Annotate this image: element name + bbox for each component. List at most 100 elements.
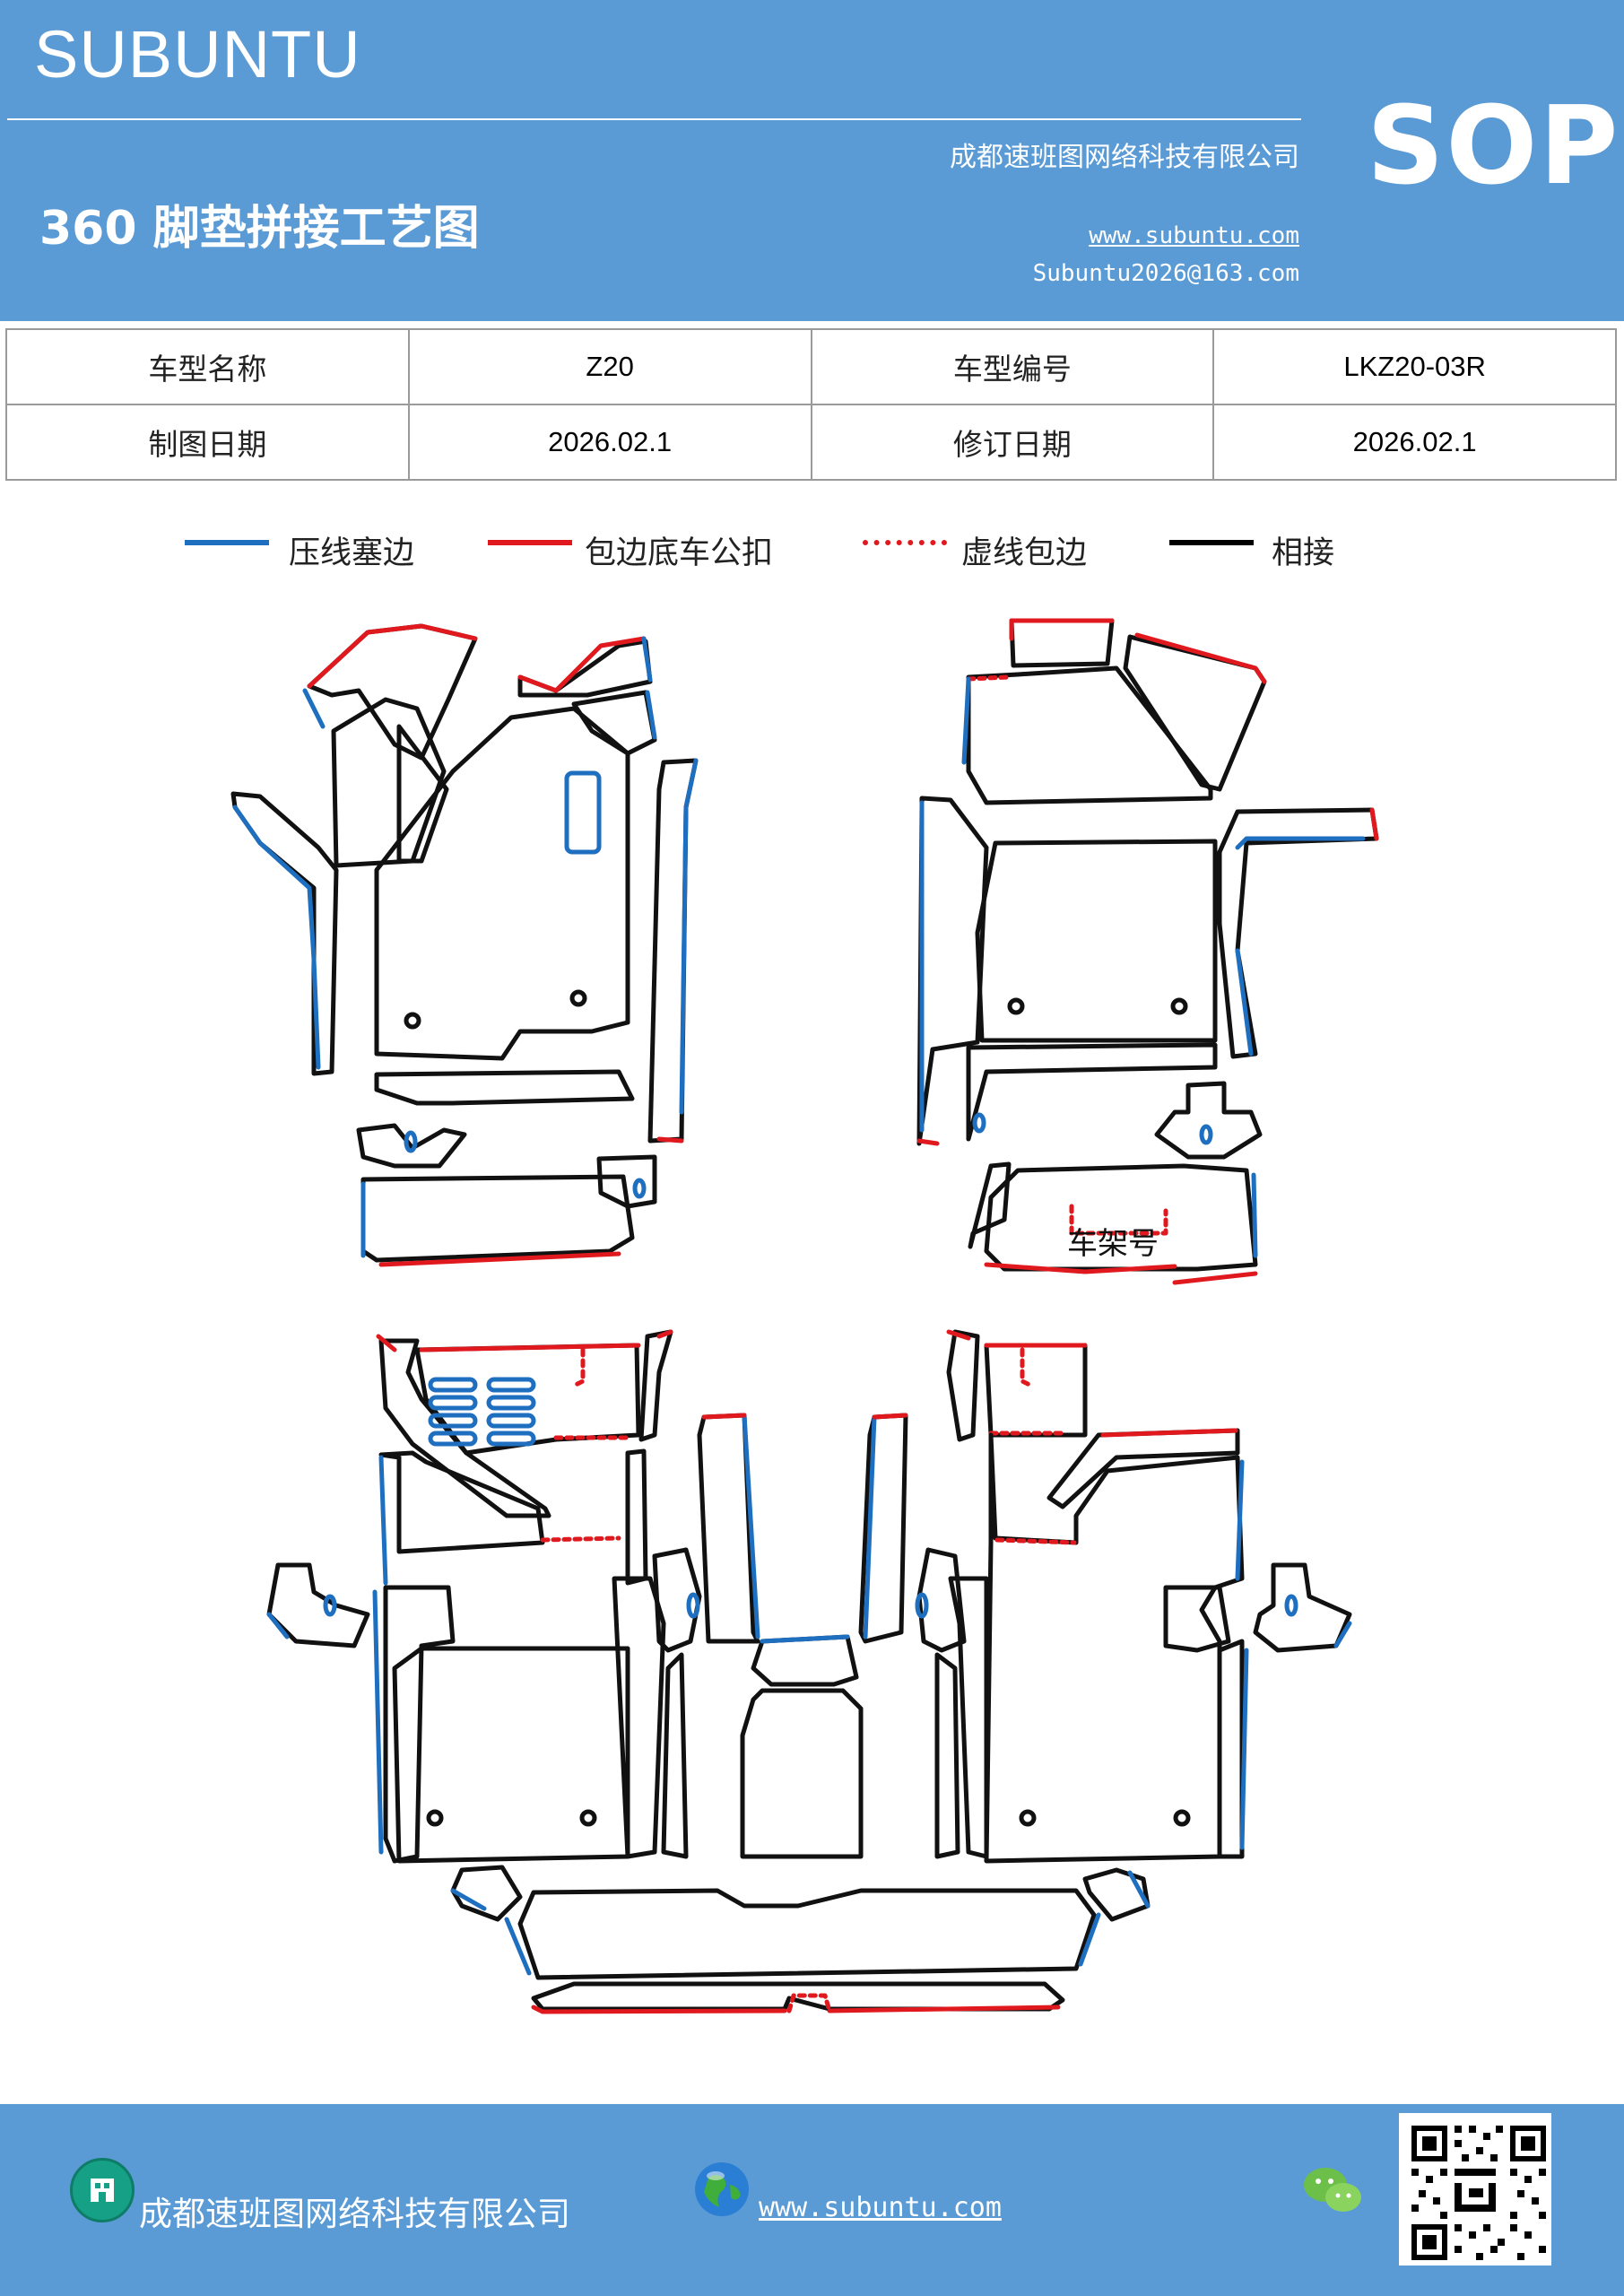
mat-piece xyxy=(517,639,653,698)
vin-label: 车架号 xyxy=(1067,1226,1159,1262)
legend-label: 压线塞边 xyxy=(289,535,415,571)
company-name: 成都速班图网络科技有限公司 xyxy=(950,142,1299,173)
mat-edge-red xyxy=(656,1136,684,1144)
mat-edge-red xyxy=(517,636,647,693)
mat-edge-red xyxy=(1172,1271,1258,1285)
mat-edge-red xyxy=(376,1334,397,1352)
legend: 压线塞边 包边底车公扣 虚线包边 相接 xyxy=(0,520,1624,574)
mat-edge-red xyxy=(994,1537,1077,1545)
table-row: 制图日期 2026.02.1 修订日期 2026.02.1 xyxy=(5,404,1617,481)
mat-edge-blue xyxy=(1235,1459,1245,1581)
mat-slot-blue xyxy=(972,1112,986,1134)
mat-piece xyxy=(596,1154,657,1209)
front-right-mat-group: 车架号 xyxy=(916,618,1379,1285)
sop-badge: SOP xyxy=(1367,84,1620,209)
mat-edge-blue xyxy=(742,1413,760,1639)
mat-edge-blue xyxy=(1239,1648,1249,1850)
info-table: 车型名称 Z20 车型编号 LKZ20-03R 制图日期 2026.02.1 修… xyxy=(5,328,1617,481)
mat-piece xyxy=(948,1576,989,1859)
floor-mat-diagram: 车架号 xyxy=(230,618,1379,2014)
mat-edge-blue xyxy=(645,690,657,740)
blue-ventilation-slots xyxy=(428,1377,536,1447)
mat-edge-red xyxy=(872,1413,908,1420)
model-code-value: LKZ20-03R xyxy=(1212,328,1617,405)
legend-swatch-red-dotted xyxy=(863,540,947,545)
model-name-label: 车型名称 xyxy=(5,328,410,405)
mat-edge-red xyxy=(984,1262,1177,1274)
mat-piece xyxy=(647,758,699,1144)
mat-edge-blue xyxy=(504,1917,532,1976)
mat-edge-red xyxy=(419,1343,641,1352)
mat-piece xyxy=(946,1329,980,1442)
legend-label: 虚线包边 xyxy=(961,535,1088,571)
mat-piece xyxy=(968,1161,1012,1249)
model-name-value: Z20 xyxy=(407,328,812,405)
mat-piece xyxy=(984,1432,1245,1864)
mat-slot-blue xyxy=(404,1130,418,1153)
mat-edge-red xyxy=(656,1329,673,1339)
mat-edge-blue xyxy=(1251,1172,1258,1258)
front-left-mat-group xyxy=(230,623,699,1267)
qr-code[interactable] xyxy=(1399,2113,1551,2266)
mat-piece xyxy=(966,1042,1218,1142)
mat-piece xyxy=(356,1123,467,1169)
mat-piece xyxy=(374,1069,635,1106)
mat-piece xyxy=(984,1343,1088,1438)
mat-edge-red xyxy=(1134,632,1267,684)
mat-piece xyxy=(966,665,1213,805)
mat-edge-blue xyxy=(266,1612,290,1639)
mat-edge-blue xyxy=(302,688,326,729)
revision-date-label: 修订日期 xyxy=(810,404,1215,481)
mat-slot-blue xyxy=(323,1594,337,1617)
mat-edge-red xyxy=(786,1993,832,2013)
mat-piece xyxy=(740,1688,864,1859)
mat-piece xyxy=(612,1576,666,1859)
mat-edge-red xyxy=(966,674,1012,682)
mat-piece xyxy=(625,1448,648,1586)
footer-company-name: 成都速班图网络科技有限公司 xyxy=(139,2195,570,2233)
mat-piece xyxy=(571,690,657,756)
wechat-icon[interactable] xyxy=(1302,2163,1365,2217)
mat-piece xyxy=(1009,618,1115,668)
mat-hole xyxy=(1170,997,1188,1015)
footer-website-link[interactable]: www.subuntu.com xyxy=(759,2192,1002,2223)
mat-piece xyxy=(230,791,339,1076)
mat-edge-red xyxy=(1369,807,1379,841)
globe-icon xyxy=(690,2158,753,2221)
mat-edge-red xyxy=(1069,1204,1168,1236)
mat-edge-blue xyxy=(232,804,321,1070)
header-divider xyxy=(7,118,1301,120)
model-code-label: 车型编号 xyxy=(810,328,1215,405)
mat-edge-blue xyxy=(1235,836,1366,850)
mat-piece xyxy=(1217,1639,1245,1859)
mat-piece xyxy=(450,1865,523,1922)
draw-date-label: 制图日期 xyxy=(5,404,410,481)
mat-hole xyxy=(569,989,587,1007)
mat-edge-blue xyxy=(378,1455,388,1586)
mat-edge-red xyxy=(571,1347,586,1388)
mat-piece xyxy=(652,1547,702,1653)
mat-hole xyxy=(426,1809,444,1827)
mat-piece xyxy=(661,1652,689,1859)
website-link[interactable]: www.subuntu.com xyxy=(1089,222,1299,249)
mat-piece xyxy=(934,1652,960,1859)
mat-piece xyxy=(360,1174,635,1263)
mat-edge-red xyxy=(916,1138,940,1146)
mat-slot-blue xyxy=(915,1592,929,1619)
mat-edge-red xyxy=(827,2005,1061,2013)
mat-slot-blue xyxy=(1284,1594,1298,1617)
mat-piece xyxy=(374,706,630,1061)
mat-edge-red xyxy=(1100,1428,1238,1438)
mat-edge-blue xyxy=(1333,1621,1352,1648)
legend-swatch-blue xyxy=(185,540,269,545)
mat-edge-blue xyxy=(679,758,699,1115)
legend-swatch-black xyxy=(1169,540,1254,545)
legend-label: 相接 xyxy=(1272,535,1335,571)
mat-edge-blue xyxy=(641,636,653,683)
mat-hole xyxy=(1173,1809,1191,1827)
mat-edge-blue xyxy=(1235,948,1254,1057)
mat-edge-red xyxy=(378,1251,621,1267)
mat-piece xyxy=(378,1338,551,1518)
mat-edge-blue xyxy=(372,1589,384,1855)
mat-edge-red xyxy=(946,1329,971,1341)
